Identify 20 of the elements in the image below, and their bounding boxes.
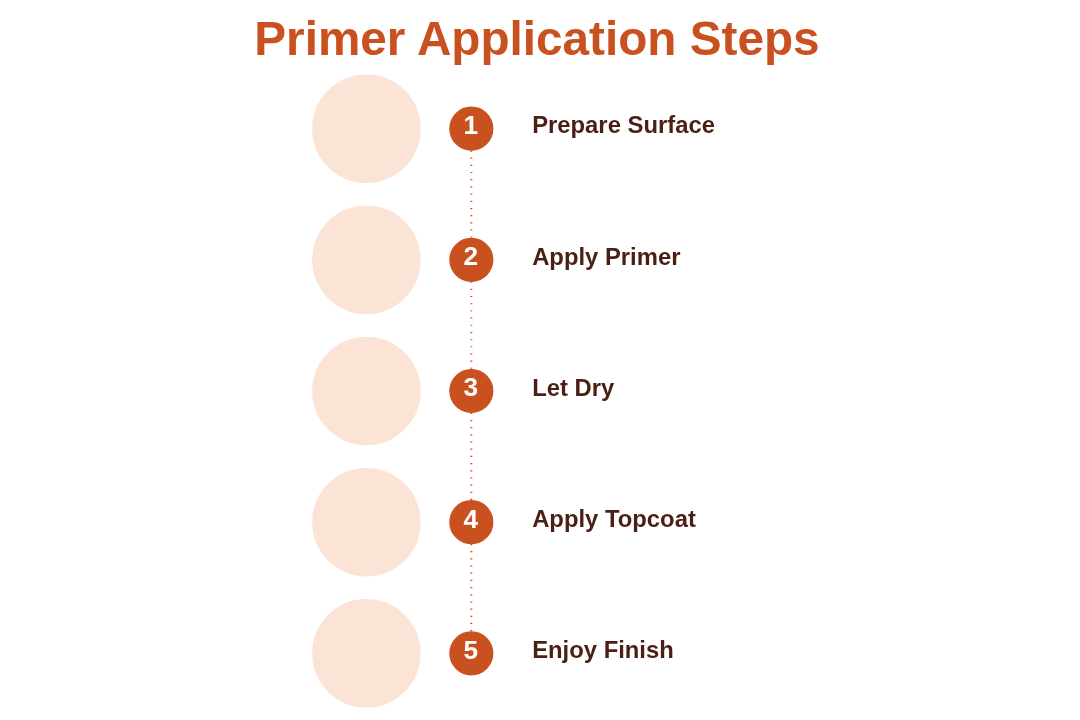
node-circle [311,74,421,183]
node-label: Enjoy Finish [531,636,674,664]
node-label: Prepare Surface [531,111,715,139]
node-circle: 5 [448,631,493,676]
node-label: Apply Primer [531,242,680,270]
node-label: Apply Topcoat [531,504,696,532]
connector [469,280,472,371]
node-circle [311,599,421,708]
node-circle: 4 [448,500,493,545]
connector [469,149,472,239]
diagram-title: Primer Application Steps [253,11,820,65]
node-circle: 2 [448,237,493,282]
node-label: Let Dry [531,373,614,401]
node-circle [311,205,421,315]
node-circle [311,336,421,446]
node-circle: 3 [448,368,493,414]
node-circle [311,467,421,577]
connector [469,543,472,633]
connector [469,411,472,502]
node-circle: 1 [448,106,493,151]
